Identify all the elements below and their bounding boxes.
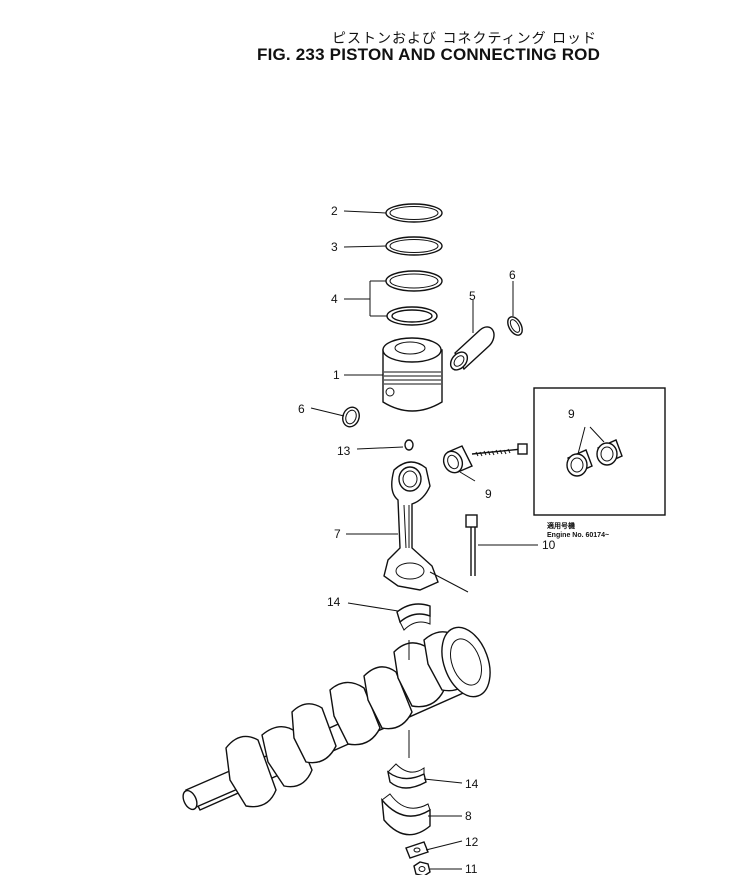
callout-2: 2 — [331, 204, 338, 218]
callout-10: 10 — [542, 538, 556, 552]
callout-4: 4 — [331, 292, 338, 306]
piston-pin — [449, 326, 495, 371]
nut — [413, 861, 431, 875]
ring-4-upper — [385, 270, 443, 292]
web-3 — [291, 703, 337, 764]
inset-bushing-right — [596, 439, 623, 466]
lock-washer — [405, 841, 429, 859]
leader-lines — [310, 210, 538, 870]
inset-box — [533, 387, 666, 516]
figure-title: FIG. 233 PISTON AND CONNECTING ROD — [257, 45, 601, 64]
inset-note-engine: Engine No. 60174~ — [547, 532, 609, 539]
ring-4-lower — [386, 306, 438, 326]
callout-9-inset: 9 — [568, 407, 575, 421]
inset-bushing-left — [566, 449, 593, 477]
callout-3: 3 — [331, 240, 338, 254]
crankshaft — [182, 626, 491, 811]
web-1 — [225, 735, 277, 808]
callout-7: 7 — [334, 527, 341, 541]
snap-ring-left — [342, 406, 360, 428]
callout-1: 1 — [333, 368, 340, 382]
callout-11: 11 — [465, 862, 478, 875]
bushing-bolt — [471, 443, 528, 457]
callout-6-left: 6 — [298, 402, 305, 416]
callout-8: 8 — [465, 809, 472, 823]
callout-12: 12 — [465, 835, 479, 849]
ring-3 — [385, 236, 443, 256]
connecting-rod — [383, 439, 439, 591]
callout-14-lower: 14 — [465, 777, 479, 791]
ring-2 — [385, 203, 443, 223]
callout-14-upper: 14 — [327, 595, 341, 609]
inset-note-jp: 適用号機 — [547, 521, 575, 530]
lower-bearing — [386, 763, 427, 789]
title-japanese: ピストンおよび コネクティング ロッド — [332, 31, 598, 47]
callout-9: 9 — [485, 487, 492, 501]
callout-5: 5 — [469, 289, 476, 303]
snap-ring-right — [507, 316, 523, 336]
piston — [382, 337, 443, 412]
upper-bearing — [396, 603, 431, 631]
callout-6-right: 6 — [509, 268, 516, 282]
rod-bolt — [429, 514, 478, 593]
callout-13: 13 — [337, 444, 351, 458]
rod-cap — [381, 793, 431, 836]
rear-flange — [441, 626, 491, 698]
bushing — [442, 445, 473, 474]
